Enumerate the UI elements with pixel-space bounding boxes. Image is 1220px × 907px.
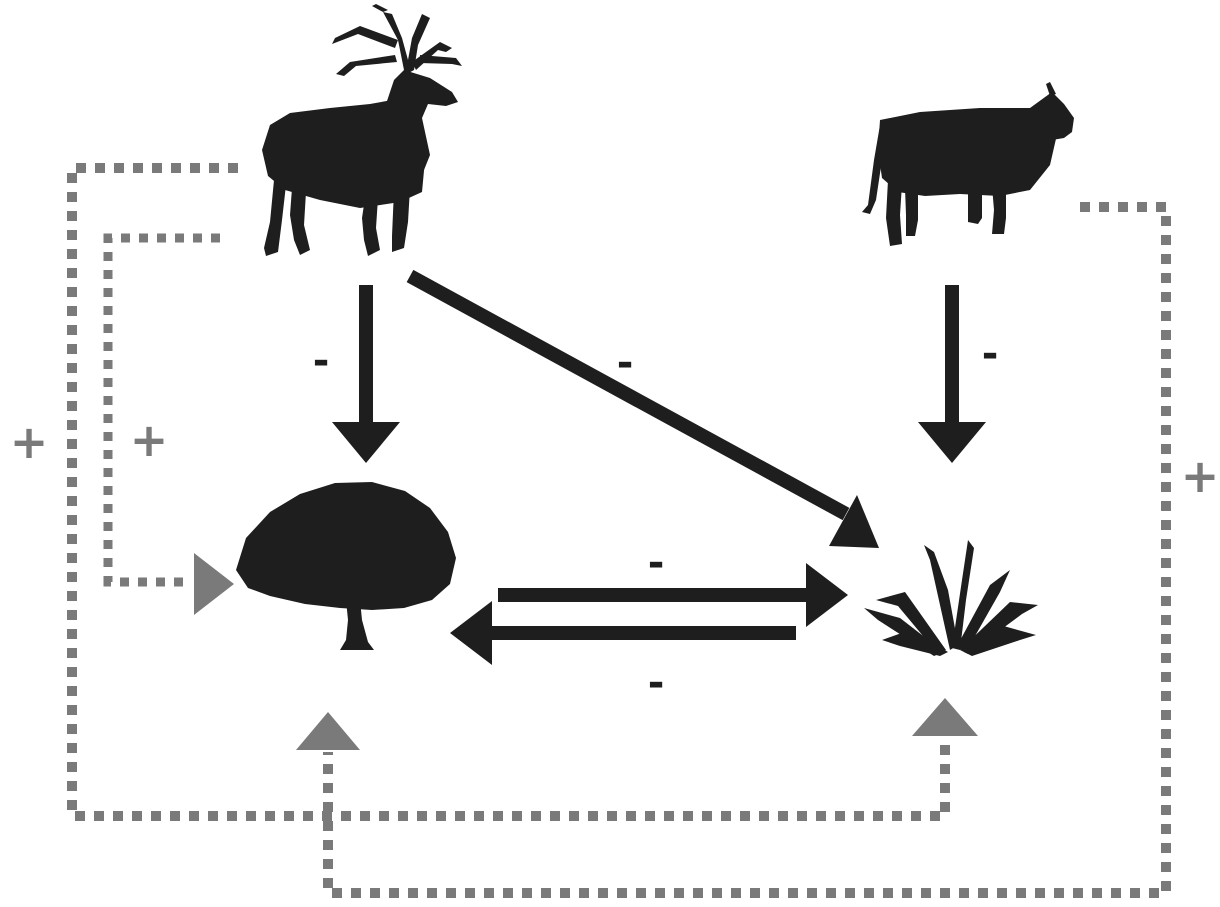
label-feedback-inner-left: + (130, 413, 169, 467)
feedback-arrowhead-tree-side (194, 553, 234, 615)
grass-icon (864, 540, 1038, 656)
positive-feedback-loops (67, 163, 1171, 898)
arrowhead-grass-to-tree (450, 601, 492, 665)
label-elk-to-grass: - (617, 340, 634, 386)
label-cow-to-grass: - (982, 331, 999, 377)
arrowhead-cow-to-grass (918, 422, 986, 463)
label-elk-to-tree: - (313, 338, 330, 384)
feedback-arrowhead-tree-bottom (296, 712, 360, 750)
label-feedback-outer-left: + (10, 415, 49, 469)
cow-icon (862, 82, 1074, 246)
arrowhead-elk-to-tree (332, 422, 400, 463)
feedback-elk-to-tree-line (103, 233, 220, 587)
feedback-cow-to-tree-line (323, 202, 1171, 898)
label-grass-to-tree: - (648, 660, 665, 706)
arrowhead-tree-to-grass (806, 563, 848, 627)
feedback-elk-to-grass-line (67, 163, 950, 821)
tree-icon (236, 482, 456, 650)
elk-icon (262, 4, 462, 256)
arrowhead-elk-to-grass (829, 495, 879, 548)
effect-labels: - - - - - + + + (10, 331, 1220, 706)
negative-effect-arrows (332, 269, 986, 665)
label-tree-to-grass: - (648, 540, 665, 586)
arrow-elk-to-grass (406, 269, 850, 521)
label-feedback-right: + (1181, 449, 1220, 503)
feedback-arrowhead-grass-bottom (912, 698, 978, 736)
